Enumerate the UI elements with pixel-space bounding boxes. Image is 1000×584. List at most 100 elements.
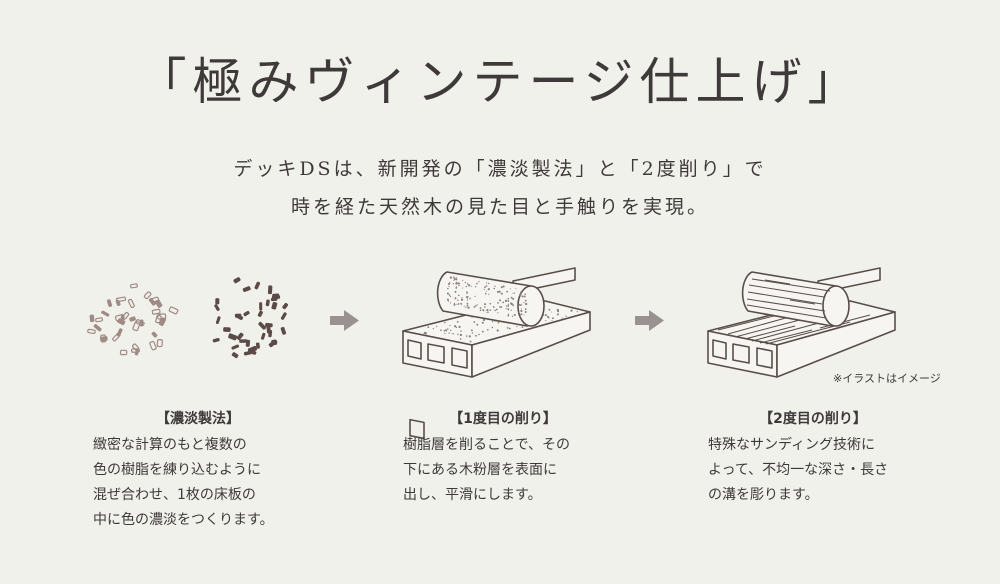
texture-dot: [440, 329, 442, 332]
texture-dot: [512, 297, 515, 300]
texture-dot: [519, 316, 521, 318]
subtitle-line-1: デッキDSは、新開発の「濃淡製法」と「2度削り」で: [233, 158, 767, 180]
granule: [280, 312, 287, 320]
texture-dot: [455, 281, 457, 283]
texture-dot: [449, 282, 451, 284]
texture-dot: [473, 321, 476, 323]
texture-dot: [460, 338, 462, 340]
texture-dot: [494, 309, 497, 312]
texture-dot: [459, 282, 461, 284]
texture-dot: [457, 299, 459, 301]
step-description: 緻密な計算のもと複数の 色の樹脂を練り込むように 混ぜ合わせ、1枚の床板の 中に…: [93, 437, 274, 528]
texture-dot: [453, 302, 456, 304]
granule: [156, 339, 163, 348]
texture-dot: [446, 292, 449, 295]
texture-dot: [557, 313, 559, 316]
granule: [258, 321, 267, 330]
illustration-note: ※イラストはイメージ: [833, 372, 941, 385]
texture-dot: [449, 324, 451, 327]
step-heading: 【2度目の削り】: [759, 411, 867, 427]
texture-dot: [497, 302, 499, 304]
texture-dot: [507, 303, 509, 305]
texture-dot: [484, 292, 487, 295]
texture-dot: [561, 317, 563, 319]
granule: [260, 332, 266, 340]
texture-dot: [450, 295, 452, 298]
texture-dot: [520, 304, 522, 306]
texture-dot: [449, 276, 452, 279]
texture-dot: [488, 282, 490, 285]
texture-dot: [570, 309, 573, 312]
texture-dot: [471, 329, 473, 332]
texture-dot: [492, 306, 495, 308]
step-description: 樹脂層を削ることで、その 下にある木粉層を表面に 出し、平滑にします。: [403, 437, 571, 503]
texture-dot: [467, 306, 470, 309]
texture-dot: [487, 311, 489, 313]
granule: [233, 277, 241, 284]
texture-dot: [524, 308, 527, 310]
deck-board-roller-icon: [402, 267, 591, 440]
texture-dot: [505, 307, 507, 310]
granule: [257, 310, 263, 317]
texture-dot: [520, 308, 522, 310]
texture-dot: [525, 303, 527, 304]
light-granules-icon: [87, 283, 179, 356]
subtitle: デッキDSは、新開発の「濃淡製法」と「2度削り」で 時を経た天然木の見た目と手触…: [0, 150, 1000, 226]
texture-dot: [464, 281, 467, 284]
texture-dot: [478, 333, 480, 336]
texture-dot: [487, 288, 490, 291]
texture-dot: [498, 290, 501, 293]
texture-dot: [457, 282, 460, 285]
texture-dot: [448, 332, 450, 334]
texture-dot: [432, 328, 434, 330]
granule: [115, 299, 121, 307]
texture-dot: [507, 305, 509, 308]
texture-dot: [462, 287, 464, 289]
granule: [280, 326, 287, 335]
granule: [212, 337, 220, 343]
texture-dot: [488, 293, 490, 295]
texture-dot: [523, 295, 526, 298]
texture-dot: [494, 285, 496, 287]
granule: [99, 336, 108, 342]
texture-dot: [546, 315, 549, 318]
texture-dot: [486, 309, 489, 312]
arrow-right-icon: [635, 310, 664, 331]
texture-dot: [491, 326, 494, 329]
granule: [231, 352, 239, 359]
texture-dot: [506, 327, 509, 329]
texture-dot: [565, 315, 567, 317]
texture-dot: [509, 288, 511, 290]
texture-dot: [453, 276, 455, 279]
texture-dot: [462, 279, 464, 281]
texture-dot: [454, 297, 457, 300]
texture-dot: [449, 294, 451, 297]
texture-dot: [458, 284, 460, 287]
texture-dot: [545, 320, 547, 322]
texture-dot: [518, 312, 520, 313]
texture-dot: [523, 302, 525, 304]
subtitle-line-2: 時を経た天然木の見た目と手触りを実現。: [290, 196, 709, 218]
texture-dot: [467, 296, 469, 298]
step-description: 特殊なサンディング技術に よって、不均一な深さ・長さ の溝を彫ります。: [708, 437, 889, 503]
texture-dot: [548, 309, 551, 311]
texture-dot: [443, 330, 446, 332]
texture-dot: [484, 303, 487, 306]
texture-dot: [483, 310, 485, 312]
texture-dot: [493, 287, 496, 290]
granule: [129, 283, 138, 289]
texture-dot: [497, 312, 499, 314]
texture-dot: [513, 292, 516, 294]
texture-dot: [507, 314, 510, 317]
granule: [215, 298, 220, 305]
texture-dot: [485, 285, 488, 287]
texture-dot: [556, 308, 559, 312]
texture-dot: [483, 288, 485, 290]
texture-dot: [455, 277, 457, 279]
texture-dot: [453, 279, 455, 281]
texture-dot: [510, 296, 513, 299]
step-second-cut: 【2度目の削り】 特殊なサンディング技術に よって、不均一な深さ・長さ の溝を彫…: [708, 407, 918, 508]
texture-dot: [475, 305, 477, 307]
texture-dot: [497, 321, 500, 324]
dark-granules-icon: [212, 277, 289, 359]
